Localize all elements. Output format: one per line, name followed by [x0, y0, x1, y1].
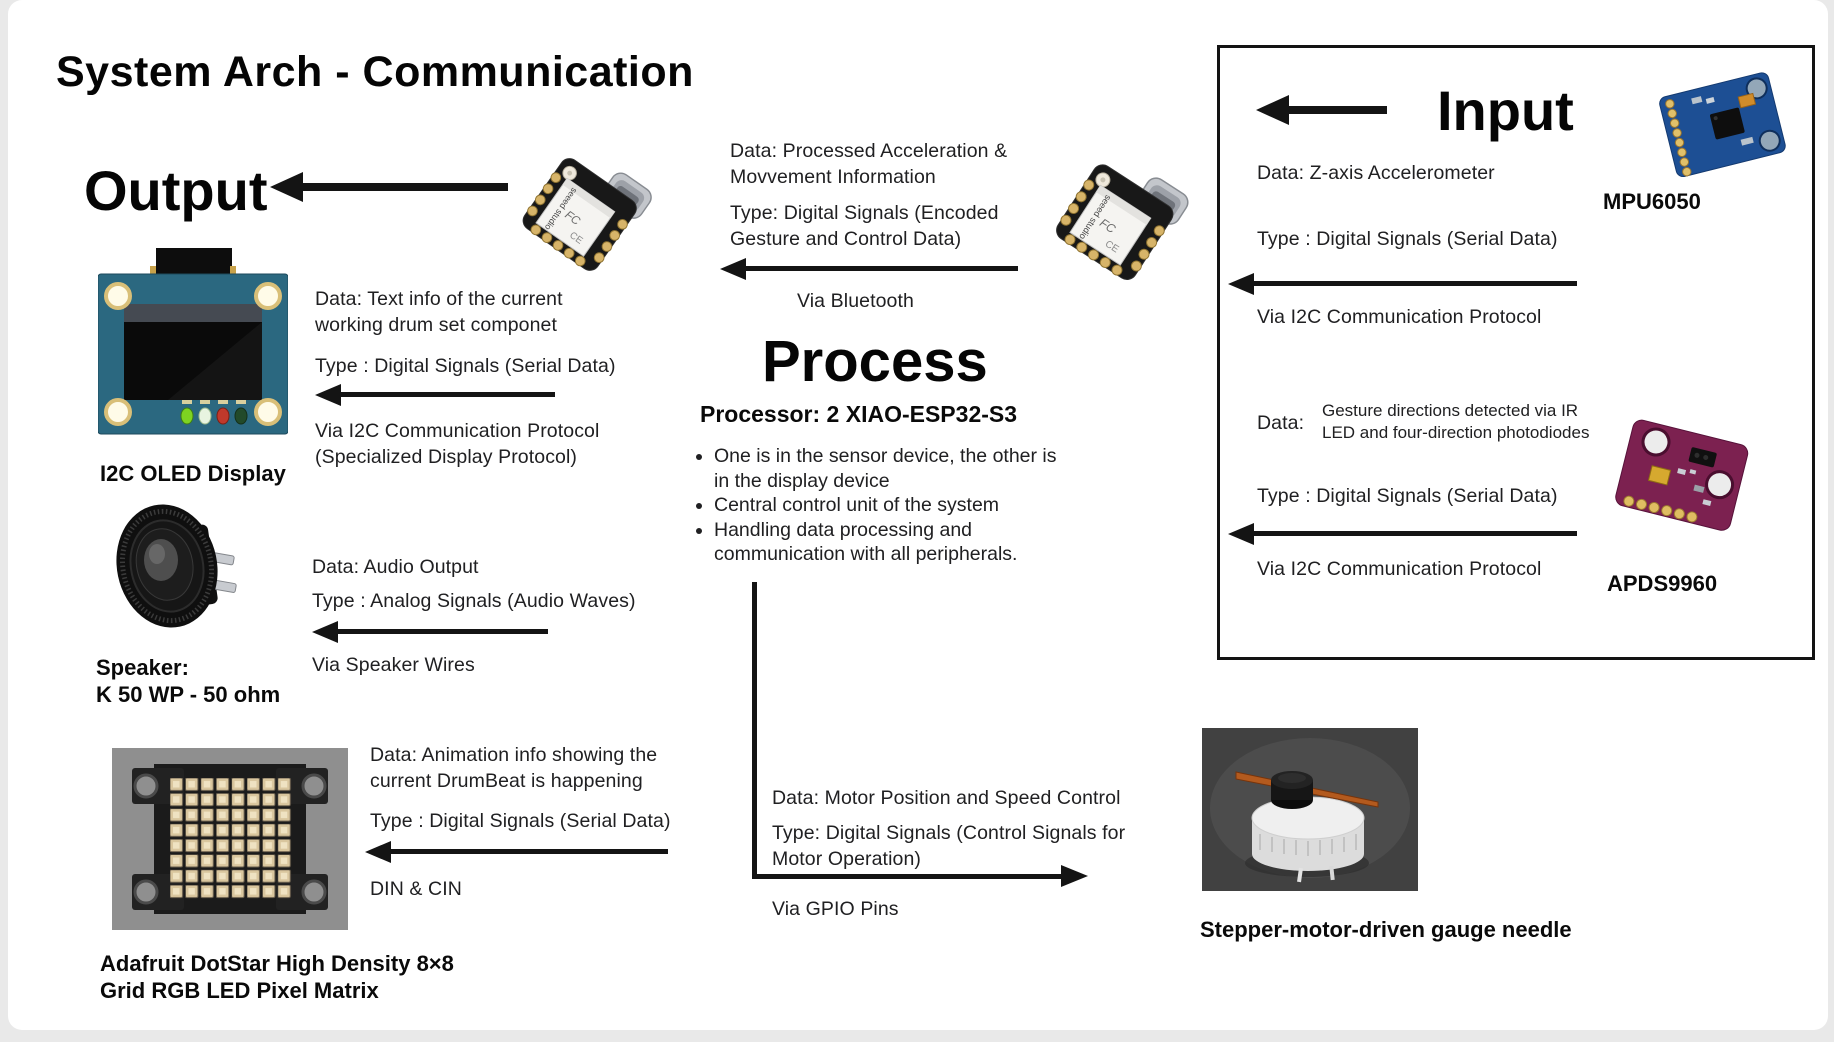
- output-heading: Output: [84, 159, 268, 222]
- speaker-label-line2: K 50 WP - 50 ohm: [96, 682, 281, 707]
- led-matrix-photo: [112, 748, 348, 930]
- apds9960-data-label: Data:: [1257, 412, 1305, 434]
- page-title: System Arch - Communication: [56, 48, 694, 96]
- process-bullet: One is in the sensor device, the other i…: [714, 444, 1062, 493]
- process-bullet: Central control unit of the system: [714, 493, 1062, 518]
- arrow-input-to-process: [1256, 95, 1387, 125]
- arrow-mpu6050-to-xiao: [1228, 273, 1577, 295]
- oled-via-line2: (Specialized Display Protocol): [315, 446, 578, 468]
- mpu6050-label: MPU6050: [1603, 189, 1701, 214]
- mpu6050-type-text: Type : Digital Signals (Serial Data): [1257, 228, 1558, 250]
- oled-display-photo: [98, 248, 288, 435]
- arrow-xiao-to-output: [270, 172, 508, 202]
- gpio-via-text: Via GPIO Pins: [772, 898, 899, 920]
- matrix-label-line1: Adafruit DotStar High Density 8×8: [100, 951, 454, 976]
- speaker-data-text: Data: Audio Output: [312, 556, 479, 578]
- stepper-motor-photo: [1202, 728, 1418, 891]
- oled-label: I2C OLED Display: [100, 461, 286, 486]
- bluetooth-data-text: Data: Processed Acceleration & Movvement…: [730, 140, 1008, 188]
- input-section-box: [1217, 45, 1815, 660]
- arrow-xiao-to-oled: [315, 384, 555, 406]
- processor-line: Processor: 2 XIAO-ESP32-S3: [700, 401, 1018, 427]
- stepper-label: Stepper-motor-driven gauge needle: [1200, 917, 1572, 942]
- apds9960-type-text: Type : Digital Signals (Serial Data): [1257, 485, 1558, 507]
- apds9960-via-text: Via I2C Communication Protocol: [1257, 558, 1542, 580]
- speaker-label-line1: Speaker:: [96, 655, 189, 680]
- matrix-label-line2: Grid RGB LED Pixel Matrix: [100, 978, 379, 1003]
- arrow-apds9960-to-xiao: [1228, 523, 1577, 545]
- mpu6050-data-text: Data: Z-axis Accelerometer: [1257, 162, 1495, 184]
- process-bullet-list: One is in the sensor device, the other i…: [690, 444, 1062, 567]
- mpu6050-photo: [1659, 72, 1786, 178]
- oled-type-text: Type : Digital Signals (Serial Data): [315, 355, 616, 377]
- motor-type-text: Type: Digital Signals (Control Signals f…: [772, 822, 1126, 870]
- oled-data-text: Data: Text info of the current working d…: [315, 288, 563, 336]
- matrix-label: Adafruit DotStar High Density 8×8 Grid R…: [100, 950, 454, 1004]
- speaker-label: Speaker: K 50 WP - 50 ohm: [96, 654, 280, 708]
- arrow-xiao-to-matrix: [365, 841, 668, 863]
- apds9960-photo: [1615, 419, 1749, 531]
- input-heading: Input: [1437, 79, 1574, 142]
- oled-via-line1: Via I2C Communication Protocol: [315, 420, 600, 442]
- mpu6050-via-text: Via I2C Communication Protocol: [1257, 306, 1542, 328]
- matrix-data-text: Data: Animation info showing the current…: [370, 744, 658, 792]
- matrix-type-text: Type : Digital Signals (Serial Data): [370, 810, 671, 832]
- arrow-sensor-to-display-bluetooth: [720, 258, 1018, 280]
- matrix-via-text: DIN & CIN: [370, 878, 462, 900]
- bluetooth-via-text: Via Bluetooth: [797, 290, 914, 312]
- gpio-connector-line: [752, 582, 757, 876]
- xiao-esp32s3-sensor-photo: seeed studio FC CE: [1056, 164, 1189, 280]
- arrow-xiao-to-speaker: [312, 621, 548, 643]
- process-bullet: Handling data processing and communicati…: [714, 518, 1062, 567]
- bluetooth-type-text: Type: Digital Signals (Encoded Gesture a…: [730, 202, 999, 250]
- speaker-type-text: Type : Analog Signals (Audio Waves): [312, 590, 636, 612]
- speaker-photo: [116, 504, 237, 628]
- process-heading: Process: [762, 329, 988, 394]
- xiao-esp32s3-display-photo: seeed studio FC CE: [522, 158, 652, 271]
- apds9960-data-text: Gesture directions detected via IR LED a…: [1322, 401, 1590, 442]
- arrow-process-to-stepper: [752, 865, 1088, 887]
- apds9960-label: APDS9960: [1607, 571, 1718, 596]
- motor-data-text: Data: Motor Position and Speed Control: [772, 787, 1121, 809]
- speaker-via-text: Via Speaker Wires: [312, 654, 475, 676]
- oled-via-text: Via I2C Communication Protocol (Speciali…: [315, 418, 599, 470]
